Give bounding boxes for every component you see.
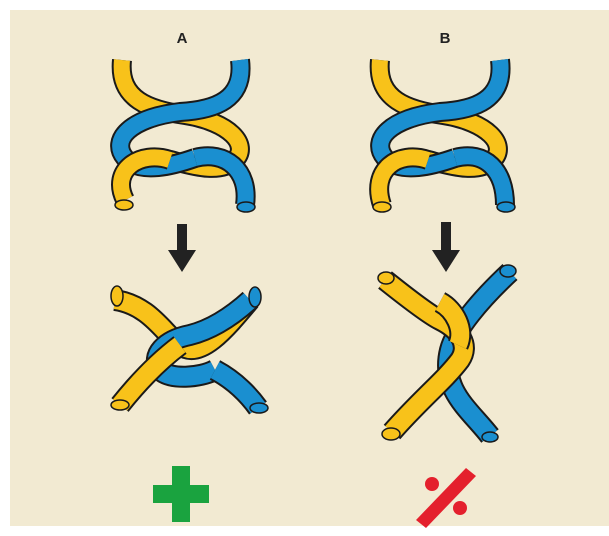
arrow-down-a-icon	[168, 224, 196, 272]
knot-a-before	[115, 60, 255, 212]
knot-b-before	[373, 60, 515, 212]
knot-b-after	[378, 265, 516, 442]
arrow-down-b-icon	[432, 222, 460, 272]
knot-a-after	[111, 286, 268, 413]
red-percent-icon	[416, 468, 476, 528]
green-plus-icon	[153, 466, 209, 522]
